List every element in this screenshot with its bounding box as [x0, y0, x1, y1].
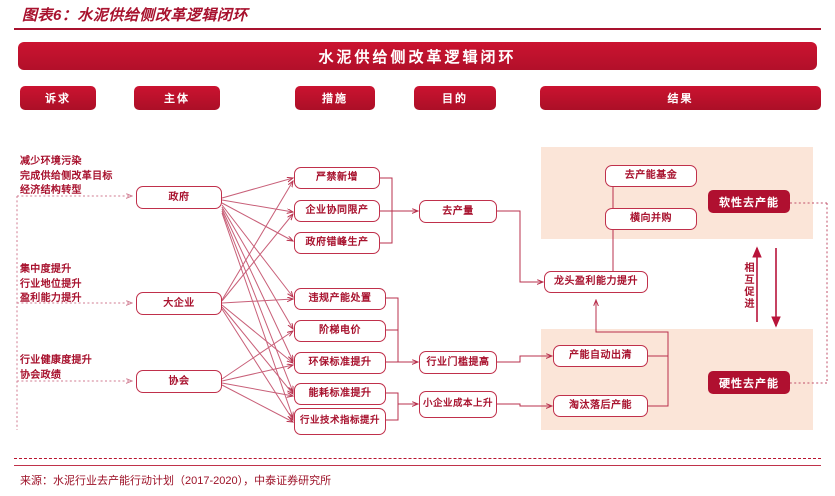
- footer-rule: [14, 465, 821, 466]
- node-illegal-capacity-disposal[interactable]: 违规产能处置: [294, 288, 386, 310]
- node-ban-new-capacity[interactable]: 严禁新增: [294, 167, 380, 189]
- node-technical-index[interactable]: 行业技术指标提升: [294, 408, 386, 435]
- node-horizontal-merger[interactable]: 横向并购: [605, 208, 697, 230]
- figure-caption: 图表6：水泥供给侧改革逻辑闭环: [22, 7, 248, 24]
- node-tiered-electricity-price[interactable]: 阶梯电价: [294, 320, 386, 342]
- node-peak-shifting[interactable]: 政府错峰生产: [294, 232, 380, 254]
- category-chip-result: 结果: [540, 86, 821, 110]
- node-government[interactable]: 政府: [136, 186, 222, 209]
- badge-hard-capacity-cut: 硬性去产能: [708, 371, 790, 394]
- demand-text-enterprise: 集中度提升 行业地位提升 盈利能力提升: [20, 264, 82, 304]
- node-leader-profitability[interactable]: 龙头盈利能力提升: [544, 271, 648, 293]
- node-energy-standard[interactable]: 能耗标准提升: [294, 383, 386, 405]
- node-joint-production-limit[interactable]: 企业协同限产: [294, 200, 380, 222]
- node-large-enterprise[interactable]: 大企业: [136, 292, 222, 315]
- category-chip-purpose: 目的: [414, 86, 496, 110]
- node-raise-threshold[interactable]: 行业门槛提高: [419, 351, 497, 374]
- node-small-firm-cost[interactable]: 小企业成本上升: [419, 391, 497, 418]
- badge-soft-capacity-cut: 软性去产能: [708, 190, 790, 213]
- node-capacity-fund[interactable]: 去产能基金: [605, 165, 697, 187]
- node-reduce-output[interactable]: 去产量: [419, 200, 497, 223]
- node-auto-clearing[interactable]: 产能自动出清: [553, 345, 648, 367]
- title-divider: [14, 28, 821, 30]
- node-environmental-standard[interactable]: 环保标准提升: [294, 352, 386, 374]
- demand-text-association: 行业健康度提升 协会政绩: [20, 355, 93, 381]
- category-chip-measure: 措施: [295, 86, 375, 110]
- mutual-promotion-label: 相互促进: [742, 262, 753, 310]
- node-association[interactable]: 协会: [136, 370, 222, 393]
- node-eliminate-backward[interactable]: 淘汰落后产能: [553, 395, 648, 417]
- source-note: 来源：水泥行业去产能行动计划（2017-2020），中泰证券研究所: [20, 475, 332, 487]
- banner: 水泥供给侧改革逻辑闭环: [18, 42, 817, 70]
- demand-text-government: 减少环境污染 完成供给侧改革目标 经济结构转型: [20, 156, 113, 196]
- footer-dashed-rule: [14, 458, 821, 459]
- category-chip-actor: 主体: [134, 86, 220, 110]
- banner-title: 水泥供给侧改革逻辑闭环: [318, 48, 517, 66]
- category-chip-demand: 诉求: [20, 86, 96, 110]
